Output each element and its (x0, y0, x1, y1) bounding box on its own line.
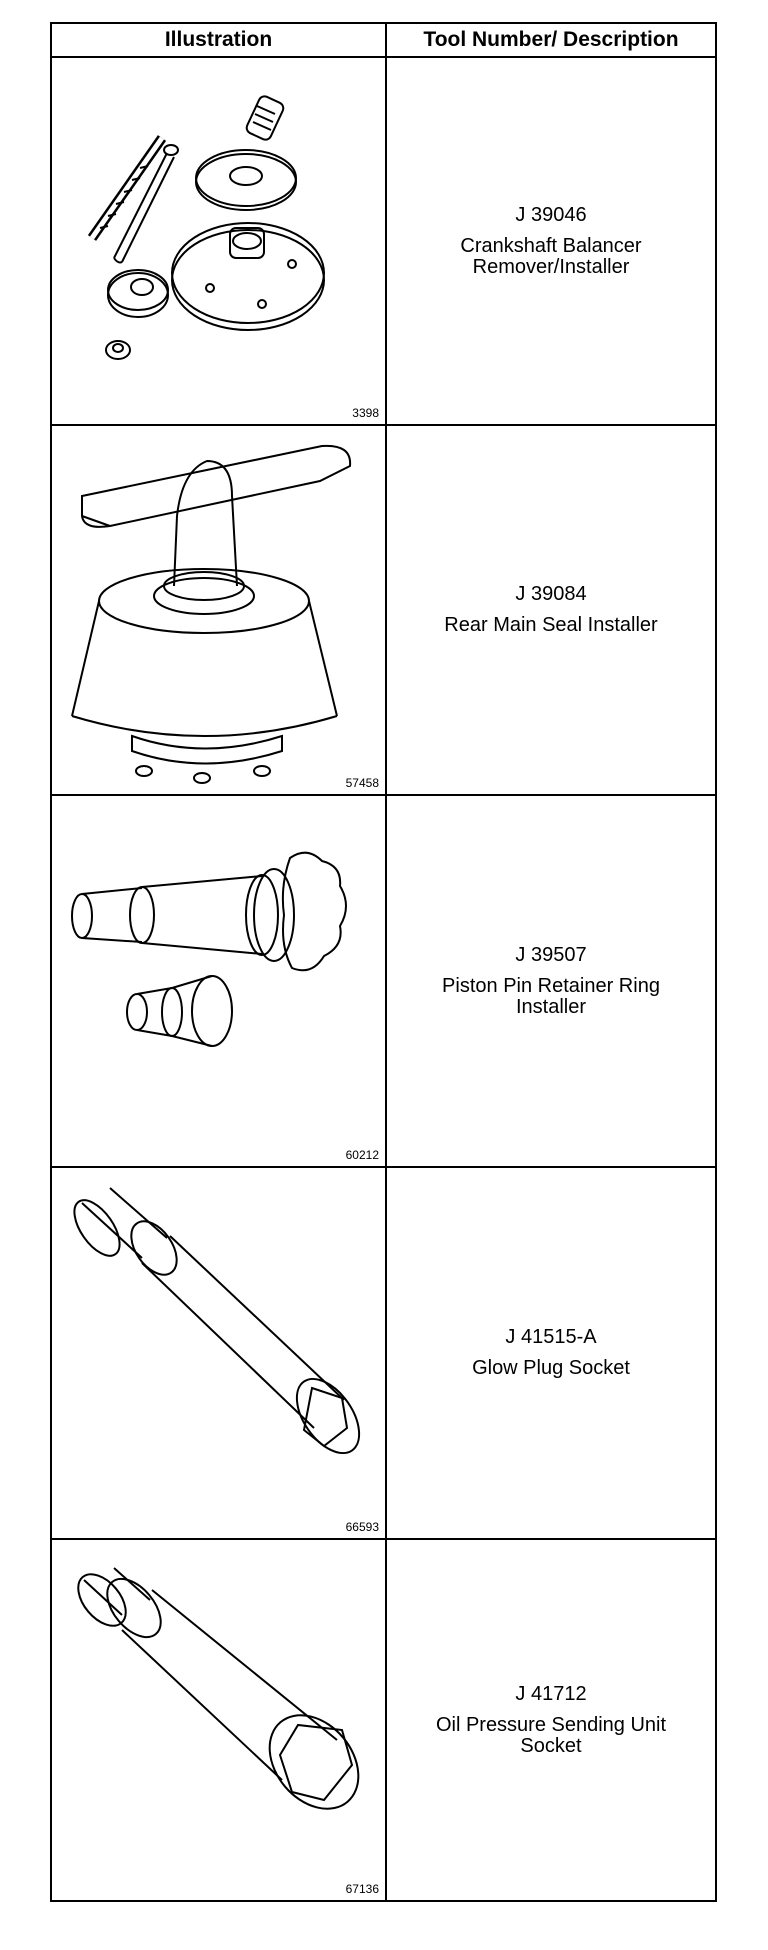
figure-number: 60212 (345, 1148, 379, 1162)
description-cell: J 39046 Crankshaft Balancer Remover/Inst… (387, 58, 715, 424)
figure-number: 3398 (352, 406, 379, 420)
table-header: Illustration Tool Number/ Description (52, 24, 715, 58)
figure-number: 66593 (345, 1520, 379, 1534)
illustration-cell: 3398 (52, 58, 385, 424)
tool-number: J 39046 (515, 203, 587, 226)
table-row: 3398 J 39046 Crankshaft Balancer Remover… (52, 58, 715, 426)
header-illustration: Illustration (164, 28, 273, 51)
socket-icon (52, 1168, 385, 1538)
description-cell: J 39507 Piston Pin Retainer Ring Install… (387, 796, 715, 1166)
tool-number: J 41712 (515, 1682, 587, 1705)
ring-installer-icon (52, 796, 385, 1166)
tool-number: J 41515-A (505, 1326, 597, 1348)
table-row: 66593 J 41515-A Glow Plug Socket (52, 1168, 715, 1540)
description-cell: J 41515-A Glow Plug Socket (387, 1168, 715, 1538)
illustration-cell: 67136 (52, 1540, 385, 1900)
illustration-cell: 57458 (52, 426, 385, 794)
illustration-cell: 60212 (52, 796, 385, 1166)
seal-installer-icon (52, 426, 385, 794)
column-divider (385, 24, 387, 1900)
socket-icon (52, 1540, 385, 1900)
description-cell: J 39084 Rear Main Seal Installer (387, 426, 715, 794)
table-row: 60212 J 39507 Piston Pin Retainer Ring I… (52, 796, 715, 1168)
balancer-tool-icon (52, 58, 385, 424)
special-tools-table: Illustration Tool Number/ Description (50, 22, 717, 1902)
tool-number: J 39507 (515, 943, 587, 966)
tool-description: Glow Plug Socket (472, 1357, 630, 1379)
description-cell: J 41712 Oil Pressure Sending Unit Socket (387, 1540, 715, 1900)
figure-number: 67136 (345, 1882, 379, 1896)
tool-description: Rear Main Seal Installer (444, 614, 658, 636)
figure-number: 57458 (345, 776, 379, 790)
tool-description: Oil Pressure Sending Unit Socket (435, 1713, 667, 1757)
header-tool-number-description: Tool Number/ Description (423, 28, 679, 51)
tool-description: Crankshaft Balancer Remover/Installer (460, 234, 642, 278)
table-row: 57458 J 39084 Rear Main Seal Installer (52, 426, 715, 796)
illustration-cell: 66593 (52, 1168, 385, 1538)
tool-number: J 39084 (515, 583, 587, 605)
tool-description: Piston Pin Retainer Ring Installer (442, 974, 660, 1018)
table-row: 67136 J 41712 Oil Pressure Sending Unit … (52, 1540, 715, 1900)
